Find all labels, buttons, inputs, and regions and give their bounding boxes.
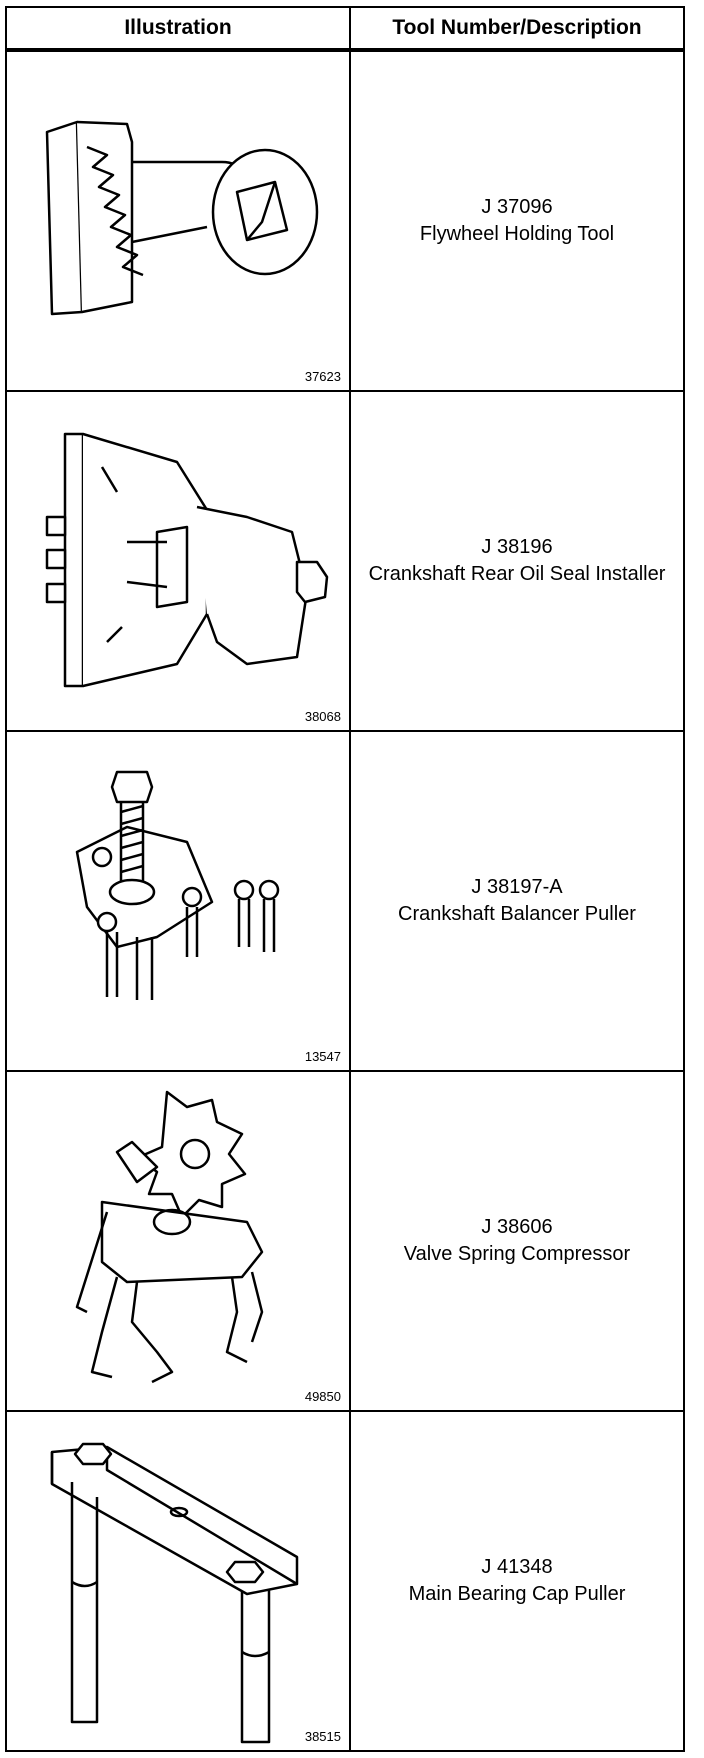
table-row: 13547 J 38197-A Crankshaft Balancer Pull… [7,730,683,1070]
table-row: 49850 J 38606 Valve Spring Compressor [7,1070,683,1410]
tool-number: J 38196 [481,536,553,558]
description-cell: J 38197-A Crankshaft Balancer Puller [351,732,683,1070]
illustration-cell: 37623 [7,52,351,390]
table-row: 37623 J 37096 Flywheel Holding Tool [7,50,683,390]
bearing-cap-puller-icon [50,1442,299,1744]
figure-number: 49850 [304,1389,341,1404]
tool-number: J 38606 [481,1216,553,1238]
tool-name: Crankshaft Balancer Puller [398,903,636,925]
figure-number: 38068 [304,709,341,724]
illustration-cell: 49850 [7,1072,351,1410]
balancer-puller-icon [75,770,280,1000]
description-cell: J 38196 Crankshaft Rear Oil Seal Install… [351,392,683,730]
tool-number: J 41348 [481,1556,553,1578]
illustration-cell: 13547 [7,732,351,1070]
table-row: 38515 J 41348 Main Bearing Cap Puller [7,1410,683,1750]
table-header: Illustration Tool Number/Description [7,8,683,50]
valve-spring-compressor-icon [75,1090,264,1384]
illustration-cell: 38068 [7,392,351,730]
description-cell: J 38606 Valve Spring Compressor [351,1072,683,1410]
figure-number: 37623 [304,369,341,384]
figure-number: 13547 [304,1049,341,1064]
tool-name: Main Bearing Cap Puller [408,1583,626,1605]
header-tool-description: Tool Number/Description [392,16,642,39]
tool-number: J 37096 [481,196,553,218]
description-cell: J 41348 Main Bearing Cap Puller [351,1412,683,1750]
description-cell: J 37096 Flywheel Holding Tool [351,52,683,390]
figure-number: 38515 [304,1729,341,1744]
tool-name: Flywheel Holding Tool [419,223,615,245]
tool-number: J 38197-A [471,876,563,898]
table-row: 38068 J 38196 Crankshaft Rear Oil Seal I… [7,390,683,730]
header-illustration: Illustration [7,8,351,48]
flywheel-holding-tool-icon [45,120,319,316]
oil-seal-installer-icon [45,432,329,688]
tools-table: Illustration Tool Number/Description 376… [5,6,685,1752]
illustration-cell: 38515 [7,1412,351,1750]
tool-name: Valve Spring Compressor [403,1243,631,1265]
tool-name: Crankshaft Rear Oil Seal Installer [368,563,666,585]
